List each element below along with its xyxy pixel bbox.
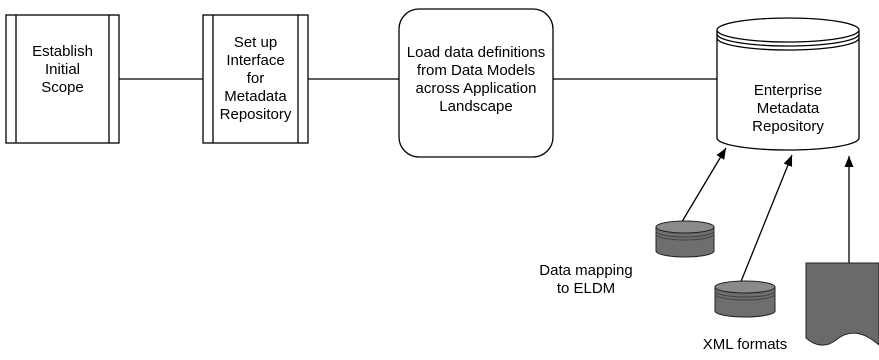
document-icon	[805, 262, 879, 346]
xml-formats-database-icon	[714, 280, 776, 318]
arrow-xml-to-repository	[739, 154, 793, 285]
setup-interface-box	[202, 14, 309, 144]
arrowhead-xml	[783, 155, 793, 167]
establish-scope-label: Establish Initial Scope	[32, 43, 93, 96]
establish-scope-box	[5, 14, 120, 144]
arrowhead-document	[844, 156, 854, 167]
arrowhead-mapping	[716, 148, 726, 160]
load-definitions-box	[398, 8, 554, 158]
data-mapping-label: Data mapping to ELDM	[539, 262, 633, 297]
enterprise-repository-cylinder	[716, 17, 860, 151]
setup-interface-label: Set up Interface for Metadata Repository	[219, 34, 292, 123]
load-definitions-label: Load data definitions from Data Models a…	[406, 44, 546, 115]
data-mapping-database-icon	[655, 220, 715, 258]
enterprise-repository-label: Enterprise Metadata Repository	[752, 82, 824, 135]
xml-formats-label: XML formats	[702, 336, 788, 353]
arrow-mapping-to-repository	[679, 147, 727, 226]
